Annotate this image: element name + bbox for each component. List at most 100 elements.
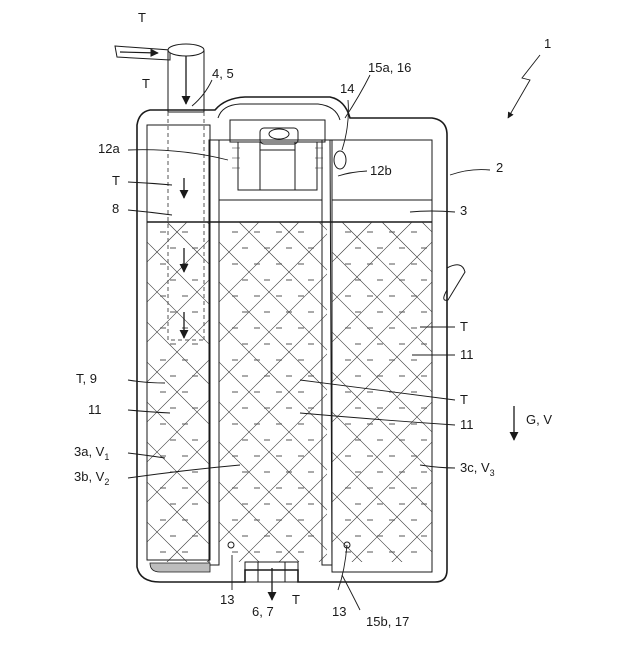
- label-chamber-b: 3b, V2: [74, 469, 109, 487]
- foam-hatch-b: [0, 222, 640, 562]
- label-outlet-arrow: T: [292, 592, 300, 607]
- foam-line: [439, 222, 640, 562]
- label-top-wall: 15a, 16: [368, 60, 411, 75]
- foam-line: [382, 222, 640, 572]
- foam-line: [382, 222, 640, 572]
- foam-line: [0, 222, 187, 562]
- label-level: 3: [460, 203, 467, 218]
- label-flow-upper: T: [112, 173, 120, 188]
- foam-line: [0, 222, 147, 562]
- foam-line: [142, 222, 492, 572]
- foam-line: [119, 222, 459, 562]
- foam-line: [622, 222, 640, 572]
- foam-line: [462, 222, 640, 572]
- foam-line: [439, 222, 640, 562]
- label-channel: 8: [112, 201, 119, 216]
- foam-line: [22, 222, 372, 572]
- foam-line: [0, 222, 227, 562]
- label-hole-left: 13: [220, 592, 234, 607]
- foam-line: [542, 222, 640, 572]
- foam-line: [367, 222, 640, 562]
- foam-line: [0, 222, 267, 562]
- foam-line: [7, 222, 347, 562]
- label-fluid-left: T, 9: [76, 371, 97, 386]
- label-housing: 2: [496, 160, 503, 175]
- foam-line: [407, 222, 640, 562]
- foam-line: [302, 222, 640, 572]
- foam-line: [262, 222, 612, 572]
- label-foam-center: 11: [460, 417, 474, 432]
- foam-line: [22, 222, 372, 572]
- label-chamber-a: 3a, V1: [74, 444, 109, 462]
- foam-line: [0, 222, 307, 562]
- foam-line: [0, 222, 259, 562]
- label-tank: 1: [544, 36, 551, 51]
- foam-line: [167, 222, 507, 562]
- foam-line: [222, 222, 572, 572]
- foam-line: [527, 222, 640, 562]
- foam-line: [582, 222, 640, 572]
- label-gravity: G, V: [526, 412, 552, 427]
- foam-line: [407, 222, 640, 562]
- bottom-wall-hatch: [150, 563, 210, 572]
- label-foam-left: 11: [88, 402, 102, 417]
- foam-line: [599, 222, 640, 562]
- foam-line: [479, 222, 640, 562]
- foam-line: [502, 222, 640, 572]
- inlet-pipe: [115, 44, 204, 340]
- label-inlet-ref: 4, 5: [212, 66, 234, 81]
- foam-line: [302, 222, 640, 572]
- label-inlet-top: T: [138, 10, 146, 25]
- foam-line: [342, 222, 640, 572]
- drain-hole-left: [228, 542, 234, 548]
- foam-line: [167, 222, 507, 562]
- foam-line: [527, 222, 640, 562]
- foam-line: [327, 222, 640, 562]
- label-vent: 14: [340, 81, 354, 96]
- label-inlet-arrow: T: [142, 76, 150, 91]
- label-fluid-right: T: [460, 319, 468, 334]
- foam-line: [327, 222, 640, 562]
- foam-line: [487, 222, 640, 562]
- ref-arrow-tank: [508, 55, 540, 118]
- foam-line: [399, 222, 640, 562]
- foam-line: [342, 222, 640, 572]
- foam-line: [582, 222, 640, 572]
- label-chamber-c: 3c, V3: [460, 460, 495, 478]
- foam-line: [47, 222, 387, 562]
- foam-line: [559, 222, 640, 562]
- foam-line: [559, 222, 640, 562]
- label-outlet: 6, 7: [252, 604, 274, 619]
- foam-line: [462, 222, 640, 572]
- foam-line: [262, 222, 612, 572]
- foam-line: [0, 222, 227, 562]
- foam-line: [0, 222, 267, 562]
- foam-line: [422, 222, 640, 572]
- foam-line: [599, 222, 640, 562]
- label-hole-right: 13: [332, 604, 346, 619]
- foam-line: [447, 222, 640, 562]
- label-cap-right: 12b: [370, 163, 392, 178]
- leader-lines: [128, 75, 490, 610]
- foam-line: [142, 222, 492, 572]
- foam-line: [487, 222, 640, 562]
- foam-line: [622, 222, 640, 572]
- label-foam-right: 11: [460, 347, 474, 362]
- foam-line: [502, 222, 640, 572]
- foam-line: [422, 222, 640, 572]
- label-cap-left: 12a: [98, 141, 120, 156]
- foam-line: [279, 222, 619, 562]
- foam-hatch-c: [0, 222, 640, 572]
- foam-line: [447, 222, 640, 562]
- foam-line: [0, 222, 147, 562]
- foam-hatch-a: [0, 222, 640, 562]
- foam-line: [367, 222, 640, 562]
- foam-line: [0, 222, 307, 562]
- foam-line: [279, 222, 619, 562]
- foam-line: [479, 222, 640, 562]
- vent-opening: [334, 151, 346, 169]
- foam-line: [519, 222, 640, 562]
- label-fluid-center: T: [460, 392, 468, 407]
